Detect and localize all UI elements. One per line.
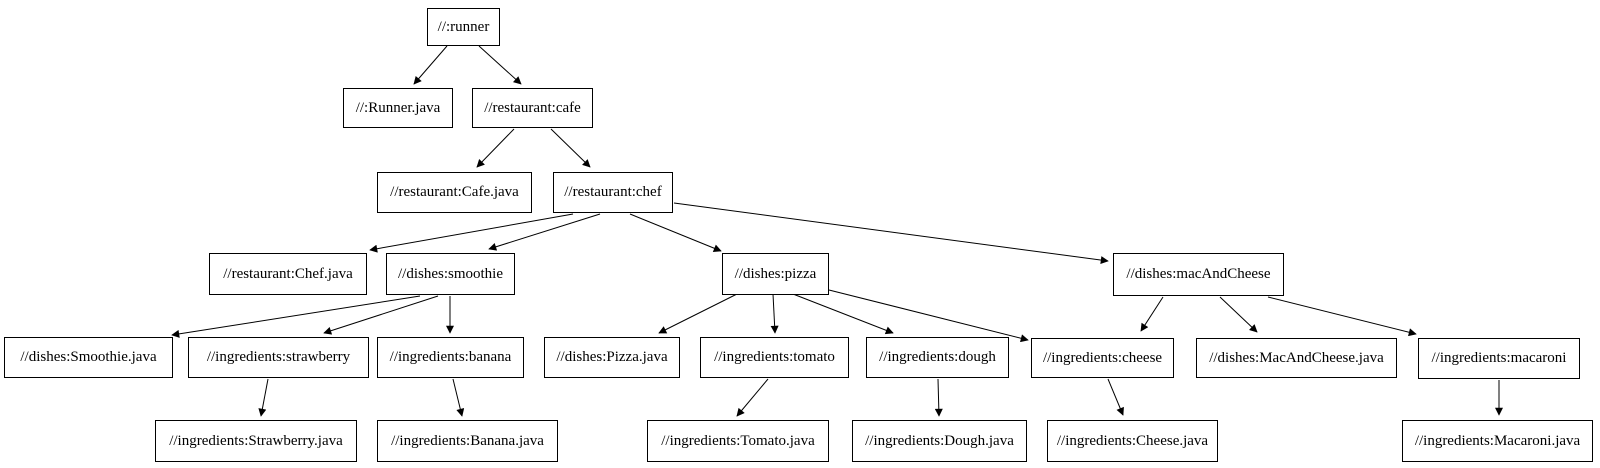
node-runner-java: //:Runner.java [343,88,453,128]
edge-pizza-to-cheese [828,289,1029,343]
edge-banana-to-banana-java [452,378,465,417]
node-banana: //ingredients:banana [377,337,524,378]
node-smoothie-java: //dishes:Smoothie.java [4,337,173,378]
edge-chef-to-chef-java [369,213,574,253]
node-chef: //restaurant:chef [553,172,673,213]
edge-smoothie-to-strawberry [323,295,439,335]
node-tomato: //ingredients:tomato [700,337,849,378]
edge-cafe-to-cafe-java [476,128,515,168]
node-strawberry: //ingredients:strawberry [188,337,369,378]
node-banana-java: //ingredients:Banana.java [377,420,558,462]
node-runner: //:runner [427,8,500,46]
node-strawberry-java: //ingredients:Strawberry.java [155,420,357,462]
node-dough-java: //ingredients:Dough.java [852,420,1027,462]
edge-cheese-to-cheese-java [1107,378,1124,416]
edge-mac-and-cheese-to-macaroni [1267,296,1417,337]
edge-mac-and-cheese-to-mac-and-cheese-java [1219,296,1258,333]
edge-pizza-to-pizza-java [658,293,738,334]
edge-tomato-to-tomato-java [736,378,769,417]
node-cheese-java: //ingredients:Cheese.java [1047,420,1218,462]
edge-chef-to-smoothie [488,213,601,251]
node-tomato-java: //ingredients:Tomato.java [647,420,829,462]
node-dough: //ingredients:dough [866,337,1009,378]
node-pizza-java: //dishes:Pizza.java [544,337,680,378]
node-cafe: //restaurant:cafe [472,88,593,128]
edge-runner-to-runner-java [413,45,448,85]
edge-smoothie-to-smoothie-java [171,295,421,338]
node-cheese: //ingredients:cheese [1031,338,1174,378]
node-chef-java: //restaurant:Chef.java [209,253,367,295]
node-smoothie: //dishes:smoothie [386,253,515,295]
edge-dough-to-dough-java [934,378,943,417]
edge-strawberry-to-strawberry-java [258,378,269,417]
node-macaroni-java: //ingredients:Macaroni.java [1402,420,1593,462]
node-pizza: //dishes:pizza [722,253,829,295]
edge-chef-to-pizza [629,213,722,252]
edge-pizza-to-tomato [770,293,779,334]
node-macaroni: //ingredients:macaroni [1418,338,1580,379]
node-mac-and-cheese: //dishes:macAndCheese [1113,253,1284,296]
node-cafe-java: //restaurant:Cafe.java [377,172,532,213]
edge-runner-to-cafe [478,45,522,85]
edge-chef-to-mac-and-cheese [673,202,1109,265]
edge-cafe-to-chef [550,128,591,168]
edge-mac-and-cheese-to-cheese [1140,296,1164,332]
edge-pizza-to-dough [792,293,894,335]
node-mac-and-cheese-java: //dishes:MacAndCheese.java [1196,338,1397,378]
